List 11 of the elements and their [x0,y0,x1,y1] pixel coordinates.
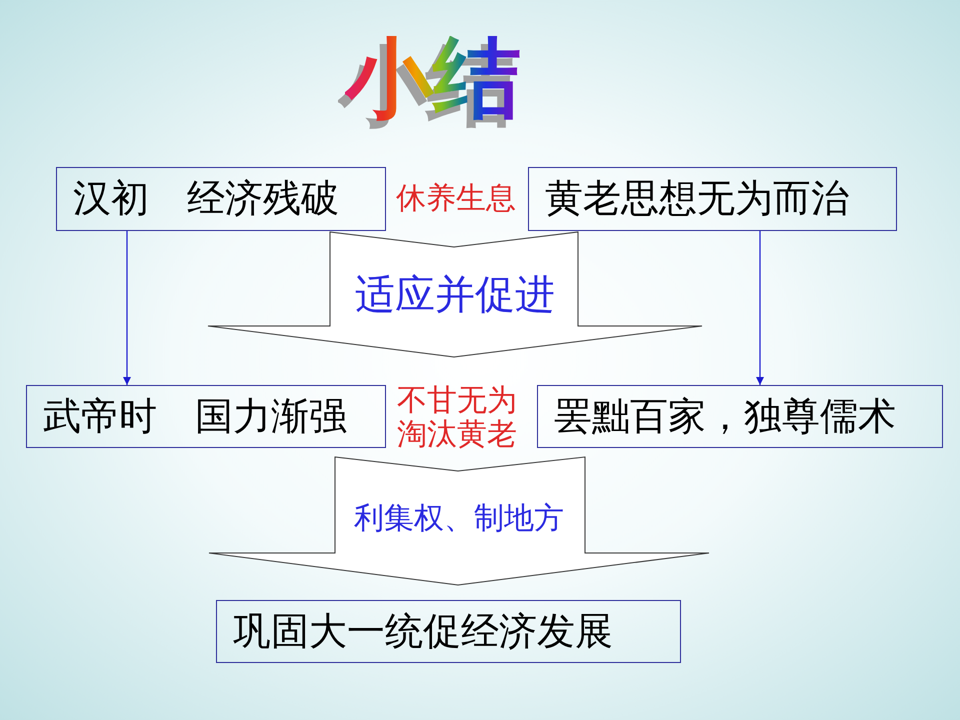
arrow [756,231,764,385]
annotation-text: 休养生息 [396,182,516,216]
annotation-text: 不甘无为淘汰黄老 [397,384,517,452]
summary-box: 黄老思想无为而治 [528,167,897,231]
summary-box: 武帝时 国力渐强 [26,385,386,448]
summary-box: 罢黜百家，独尊儒术 [537,385,943,448]
summary-box: 巩固大一统促经济发展 [216,600,681,663]
arrow-text: 利集权、制地方 [354,504,564,534]
arrow-text: 适应并促进 [355,275,555,315]
summary-box: 汉初 经济残破 [56,167,386,231]
arrow [123,231,131,385]
